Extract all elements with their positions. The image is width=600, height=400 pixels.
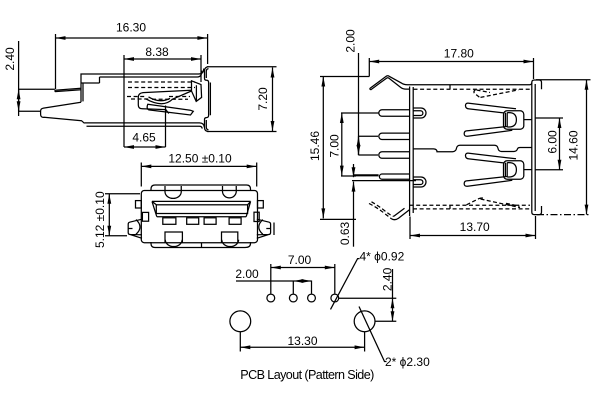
svg-text:2.00: 2.00 — [235, 267, 259, 281]
svg-text:7.00: 7.00 — [328, 134, 342, 158]
svg-text:2* ϕ2.30: 2* ϕ2.30 — [385, 355, 430, 369]
svg-text:5.12 ±0.10: 5.12 ±0.10 — [93, 191, 107, 248]
svg-text:4.65: 4.65 — [132, 131, 156, 145]
svg-text:PCB Layout (Pattern Side): PCB Layout (Pattern Side) — [240, 368, 374, 382]
svg-text:2.40: 2.40 — [3, 47, 17, 71]
svg-text:16.30: 16.30 — [116, 21, 146, 35]
svg-text:13.70: 13.70 — [460, 220, 490, 234]
svg-text:17.80: 17.80 — [444, 47, 474, 61]
svg-text:8.38: 8.38 — [145, 45, 169, 59]
svg-text:13.30: 13.30 — [287, 334, 317, 348]
svg-text:7.00: 7.00 — [288, 253, 312, 267]
svg-text:0.63: 0.63 — [338, 221, 352, 245]
svg-text:14.60: 14.60 — [567, 130, 581, 160]
svg-text:12.50 ±0.10: 12.50 ±0.10 — [168, 152, 232, 166]
svg-text:4* ϕ0.92: 4* ϕ0.92 — [360, 250, 405, 264]
svg-text:2.40: 2.40 — [381, 267, 395, 291]
svg-text:15.46: 15.46 — [308, 131, 322, 161]
svg-text:7.20: 7.20 — [256, 87, 270, 111]
svg-text:2.00: 2.00 — [344, 29, 358, 53]
svg-text:6.00: 6.00 — [546, 130, 560, 154]
